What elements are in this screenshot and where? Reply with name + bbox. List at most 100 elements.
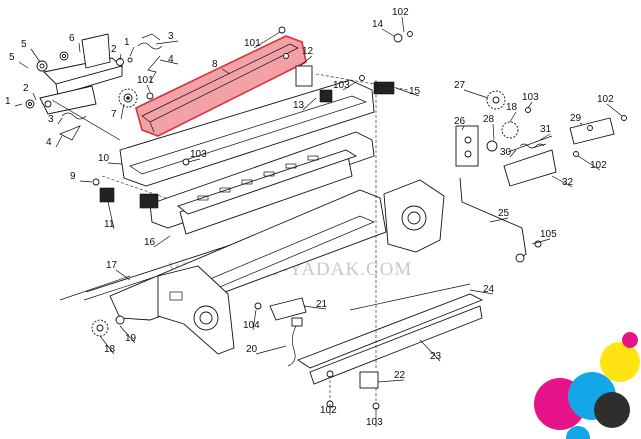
logo-yellow-dot <box>600 342 640 382</box>
callout-leader-c20 <box>255 345 287 355</box>
callout-leader-c24 <box>469 289 494 295</box>
callout-number-c1a: 1 <box>124 37 130 48</box>
callout-number-c32: 32 <box>562 177 574 188</box>
callout-leader-c16 <box>153 235 171 248</box>
callout-leader-c18a <box>509 111 517 123</box>
callout-number-c3a: 3 <box>168 31 174 42</box>
callout-number-c103b: 103 <box>522 92 539 103</box>
callout-leader-c22 <box>377 379 405 383</box>
callout-leader-c23 <box>419 339 441 362</box>
callout-number-c23: 23 <box>430 351 442 362</box>
callout-leader-c101a <box>253 31 281 49</box>
callout-number-c2a: 2 <box>111 44 117 55</box>
screws <box>92 31 627 410</box>
callout-leader-c103c <box>187 158 201 163</box>
callout-leader-c4b <box>55 135 63 148</box>
callout-number-c18a: 18 <box>506 102 518 113</box>
guide-rails <box>297 80 484 404</box>
callout-number-c17: 17 <box>106 260 118 271</box>
callout-number-c1b: 1 <box>5 96 11 107</box>
callout-leader-c3b <box>57 117 63 125</box>
callout-number-c103d: 103 <box>366 417 383 428</box>
callout-number-c103a: 103 <box>333 80 350 91</box>
callout-number-c105: 105 <box>540 229 557 240</box>
callout-leader-c103b <box>527 101 533 109</box>
callout-number-c11: 11 <box>104 219 115 230</box>
callout-number-c25: 25 <box>498 208 510 219</box>
callout-number-c21: 21 <box>316 299 328 310</box>
callout-number-c101a: 101 <box>244 38 261 49</box>
callout-number-c4a: 4 <box>168 54 174 65</box>
callout-number-c28: 28 <box>483 114 495 125</box>
callout-number-c7: 7 <box>111 109 117 120</box>
callout-number-c16: 16 <box>144 237 156 248</box>
callout-number-c9: 9 <box>70 171 76 182</box>
callout-number-c103c: 103 <box>190 149 207 160</box>
callout-number-c31: 31 <box>540 124 552 135</box>
callout-number-c27: 27 <box>454 80 466 91</box>
side-plate <box>157 265 235 355</box>
callout-leader-c31 <box>539 133 551 141</box>
callout-number-c13: 13 <box>293 100 305 111</box>
slotted-plate-16 <box>177 149 358 215</box>
callout-leader-c12 <box>299 55 313 67</box>
callout-number-c15: 15 <box>409 86 421 97</box>
gear-7 <box>118 88 138 108</box>
logo-cyan-dot-small <box>566 426 590 439</box>
callout-leader-c21 <box>303 305 327 310</box>
callout-leader-c9 <box>79 180 93 183</box>
callout-number-c104: 104 <box>243 320 260 331</box>
callout-leader-c101b <box>146 84 151 93</box>
callout-number-c29: 29 <box>570 113 582 124</box>
callout-leader-c25 <box>489 217 509 223</box>
logo-black-dot <box>594 392 630 428</box>
callout-leader-c6 <box>78 42 81 53</box>
callout-leader-c103a <box>342 81 357 91</box>
callout-number-c4b: 4 <box>46 137 52 148</box>
callout-leader-c1b <box>14 103 23 107</box>
callout-leader-c18b <box>99 335 115 355</box>
callout-number-c2b: 2 <box>23 83 29 94</box>
callout-number-c101b: 101 <box>137 75 154 86</box>
callout-leader-c14 <box>381 28 395 37</box>
callout-number-c5a: 5 <box>21 39 27 50</box>
color-dot-logo <box>534 332 640 439</box>
callout-number-c6: 6 <box>69 33 75 44</box>
callout-leader-c32 <box>551 175 573 188</box>
callout-leader-c11 <box>107 201 115 230</box>
callout-number-c24: 24 <box>483 284 495 295</box>
callout-number-c102a: 102 <box>392 7 409 18</box>
callout-leader-c5b <box>18 61 29 69</box>
callout-leader-c28 <box>492 123 495 141</box>
callout-leader-c2b <box>32 92 37 101</box>
link-rod-25 <box>459 177 542 263</box>
callout-leader-c17 <box>115 269 131 281</box>
callout-number-c26: 26 <box>454 116 466 127</box>
callout-number-c12: 12 <box>302 46 314 57</box>
callout-number-c14: 14 <box>372 19 384 30</box>
callout-leader-c102c <box>577 155 601 171</box>
callout-leader-c27 <box>463 89 489 99</box>
gear-train-right <box>455 90 615 187</box>
callout-leader-c2a <box>119 53 122 61</box>
callout-number-c18b: 18 <box>104 344 116 355</box>
callout-number-c3b: 3 <box>48 114 54 125</box>
callout-leader-c13 <box>302 97 317 111</box>
callout-number-c102b: 102 <box>597 94 614 105</box>
callout-leader-c102b <box>606 103 623 117</box>
callout-leader-c29 <box>579 122 583 125</box>
callout-leader-c3a <box>155 40 179 45</box>
callout-number-c102c: 102 <box>590 160 607 171</box>
callout-leader-c104 <box>252 309 257 331</box>
highlighted-part-8 <box>135 26 307 137</box>
callout-number-c8: 8 <box>212 59 218 70</box>
bracket-assembly-left <box>25 33 163 141</box>
callout-number-c20: 20 <box>246 344 258 355</box>
callout-number-c22: 22 <box>394 370 406 381</box>
callout-leader-c30 <box>509 149 517 158</box>
callout-number-c10: 10 <box>98 153 110 164</box>
callout-number-c102d: 102 <box>320 405 337 416</box>
sensor-assembly <box>254 297 307 367</box>
